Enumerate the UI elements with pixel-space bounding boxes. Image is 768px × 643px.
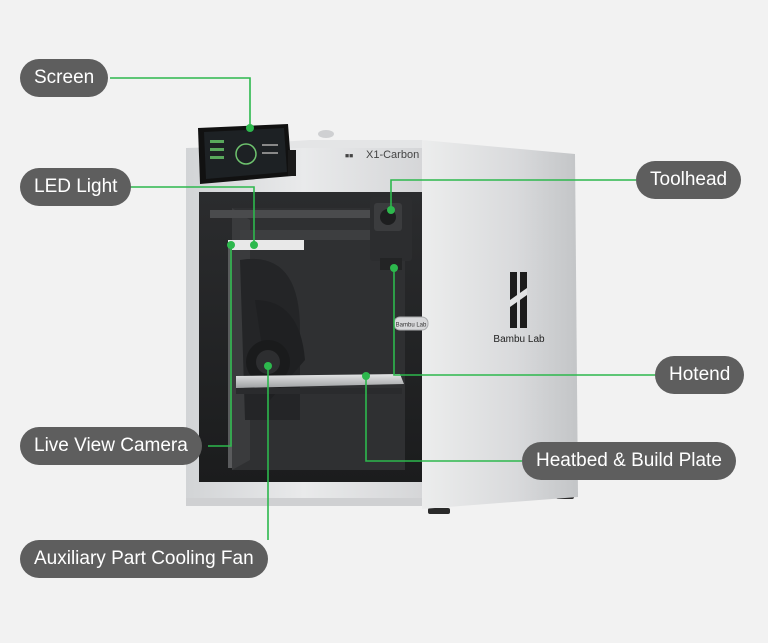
leader-toolhead [390,179,636,210]
anchor-dots [227,124,398,380]
screen-ui-2 [210,148,224,151]
dot-screen [246,124,254,132]
printer-body: Bambu Lab ◼◼ X1-Carbon Bambu Lab [186,140,578,514]
screen-display [204,128,287,179]
base-strip [186,498,422,506]
label-heatbed-build-plate: Heatbed & Build Plate [522,442,736,480]
bambu-small-logo: ◼◼ [345,153,353,159]
door-badge-text: Bambu Lab [396,323,427,329]
screen-ui-3 [210,156,224,159]
label-aux-fan: Auxiliary Part Cooling Fan [20,540,268,578]
dot-toolhead [387,206,395,214]
leader-hotend [393,268,655,376]
gantry-rail [210,210,405,218]
dot-live-view-camera [227,241,235,249]
side-panel [422,140,578,509]
leader-lines [110,77,655,540]
screen-ui-1 [210,140,224,143]
foot-front-right [428,508,450,514]
leader-screen [110,77,251,128]
screen-mount [288,150,296,176]
dot-heatbed [362,372,370,380]
bambu-lab-logo [510,272,527,328]
build-plate [236,374,404,388]
label-screen: Screen [20,59,109,97]
touch-screen [198,124,296,184]
label-led-light: LED Light [20,168,132,206]
dot-led-light [250,241,258,249]
label-live-view-camera: Live View Camera [20,427,202,465]
led-bar [228,240,304,250]
screen-ui-5 [262,152,278,154]
camera-rod [228,248,232,468]
gantry-bar [240,230,400,240]
leader-heatbed [365,376,522,462]
leader-live-view-camera [208,245,232,447]
leader-led-light [130,186,255,245]
label-hotend: Hotend [655,356,745,394]
model-name: X1-Carbon [366,149,419,161]
top-knob [318,130,334,138]
brand-name: Bambu Lab [493,334,545,345]
dot-hotend [390,264,398,272]
heatbed-edge [236,388,402,394]
screen-ui-4 [262,144,278,146]
label-toolhead: Toolhead [636,161,742,199]
screen-dial [235,143,257,165]
dot-aux-fan [264,362,272,370]
